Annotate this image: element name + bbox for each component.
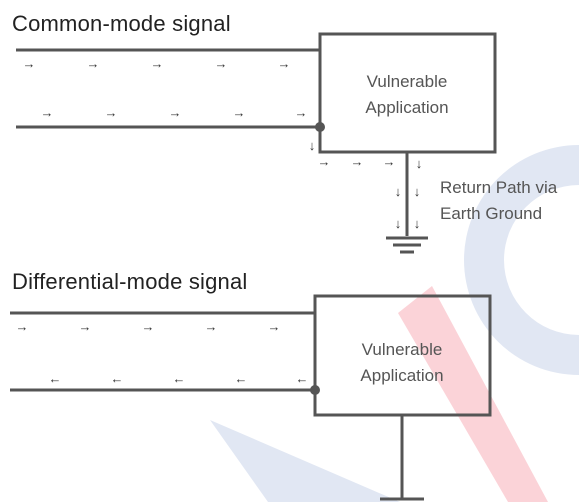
arrow-down-icon: ↓ bbox=[309, 138, 316, 153]
arrow-right-icon: → bbox=[23, 56, 36, 71]
arrow-right-icon: → bbox=[87, 56, 100, 71]
arrow-down-icon: ↓ bbox=[414, 216, 421, 231]
arrow-right-icon: → bbox=[215, 56, 228, 71]
arrow-right-icon: → bbox=[41, 105, 54, 120]
differential-mode-section: Differential-mode signal Vulnerable Appl… bbox=[10, 269, 492, 501]
common-box-label-line1: Vulnerable bbox=[367, 72, 448, 91]
arrow-down-icon: ↓ bbox=[414, 184, 421, 199]
arrow-right-icon: → bbox=[151, 56, 164, 71]
differential-box-label-line1: Vulnerable bbox=[362, 340, 443, 359]
arrow-right-icon: → bbox=[16, 319, 29, 334]
arrow-right-icon: → bbox=[205, 319, 218, 334]
arrow-left-icon: ← bbox=[235, 371, 248, 386]
arrow-down-icon: ↓ bbox=[395, 216, 402, 231]
arrow-left-icon: ← bbox=[296, 371, 309, 386]
arrow-right-icon: → bbox=[105, 105, 118, 120]
common-box-label-line2: Application bbox=[365, 98, 448, 117]
return-path-label-line2: Earth Ground bbox=[440, 204, 542, 223]
common-junction-node bbox=[315, 122, 325, 132]
common-application-box bbox=[318, 32, 497, 154]
arrow-right-icon: → bbox=[351, 154, 364, 169]
differential-top-arrows: → → → → → bbox=[16, 319, 281, 334]
arrow-right-icon: → bbox=[268, 319, 281, 334]
watermark-blue-triangle bbox=[210, 420, 400, 502]
arrow-left-icon: ← bbox=[111, 371, 124, 386]
arrow-right-icon: → bbox=[169, 105, 182, 120]
arrow-down-icon: ↓ bbox=[416, 156, 423, 171]
common-mode-section: Common-mode signal Vulnerable Applicatio… bbox=[12, 11, 558, 254]
differential-junction-node bbox=[310, 385, 320, 395]
differential-bottom-arrows: ← ← ← ← ← bbox=[49, 371, 309, 386]
arrow-left-icon: ← bbox=[173, 371, 186, 386]
arrow-right-icon: → bbox=[79, 319, 92, 334]
arrow-right-icon: → bbox=[295, 105, 308, 120]
arrow-left-icon: ← bbox=[49, 371, 62, 386]
common-mode-title: Common-mode signal bbox=[12, 11, 231, 36]
arrow-right-icon: → bbox=[318, 154, 331, 169]
watermark-logo bbox=[210, 145, 579, 502]
return-path-label-line1: Return Path via bbox=[440, 178, 558, 197]
arrow-right-icon: → bbox=[233, 105, 246, 120]
common-bottom-arrows: → → → → → bbox=[41, 105, 308, 120]
arrow-down-icon: ↓ bbox=[395, 184, 402, 199]
arrow-right-icon: → bbox=[142, 319, 155, 334]
watermark-red-bar bbox=[398, 286, 548, 502]
arrow-right-icon: → bbox=[278, 56, 291, 71]
differential-box-label-line2: Application bbox=[360, 366, 443, 385]
common-leakage-arrows: ↓ → → → ↓ ↓ ↓ ↓ ↓ bbox=[309, 138, 423, 231]
common-top-arrows: → → → → → bbox=[23, 56, 291, 71]
differential-mode-title: Differential-mode signal bbox=[12, 269, 248, 294]
arrow-right-icon: → bbox=[383, 154, 396, 169]
watermark-blue-arc bbox=[464, 145, 579, 375]
